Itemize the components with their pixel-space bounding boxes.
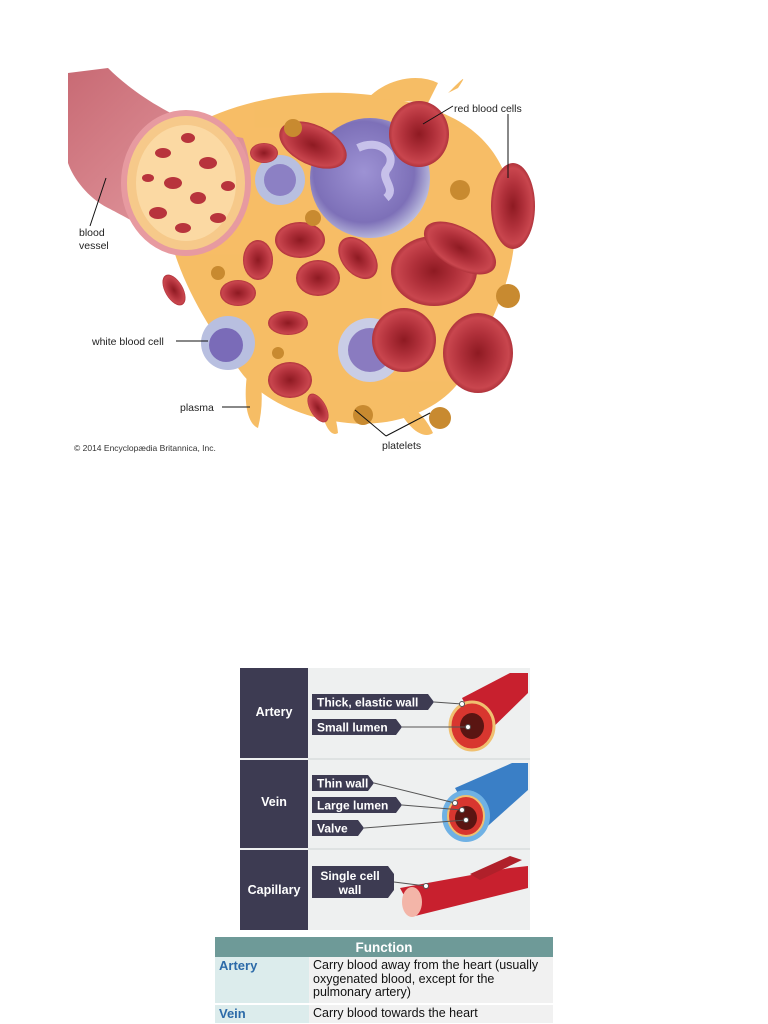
capillary-panel bbox=[240, 850, 308, 930]
capillary-tags: Single cell wall bbox=[312, 866, 429, 898]
table-row: Artery Carry blood away from the heart (… bbox=[215, 957, 553, 1004]
vein-illustration bbox=[442, 763, 528, 842]
artery-panel bbox=[240, 668, 308, 758]
capillary-illustration bbox=[400, 856, 528, 917]
label-blood: blood bbox=[79, 227, 105, 239]
function-cell: Carry blood towards the heart bbox=[309, 1002, 553, 1023]
function-table: Function Artery Carry blood away from th… bbox=[215, 937, 553, 1023]
tag-thin-wall: Thin wall bbox=[317, 777, 368, 791]
tag-large-lumen: Large lumen bbox=[317, 799, 388, 813]
vein-tags: Thin wall Large lumen Valve bbox=[312, 775, 469, 836]
red-blood-cells bbox=[162, 101, 535, 423]
label-vessel: vessel bbox=[79, 240, 109, 252]
vein-panel bbox=[240, 760, 308, 848]
copyright-text: © 2014 Encyclopædia Britannica, Inc. bbox=[74, 443, 216, 453]
blood-vessel-shape bbox=[68, 68, 251, 256]
row-name-artery: Artery bbox=[256, 705, 293, 719]
tag-small-lumen: Small lumen bbox=[317, 721, 388, 735]
tag-thick-elastic-wall: Thick, elastic wall bbox=[317, 696, 418, 710]
vessel-name-cell: Artery bbox=[215, 957, 309, 1004]
label-plasma: plasma bbox=[180, 402, 214, 414]
row-name-vein: Vein bbox=[261, 795, 287, 809]
function-header: Function bbox=[215, 937, 553, 957]
tag-single-cell: Single cell bbox=[320, 869, 379, 883]
function-cell: Carry blood away from the heart (usually… bbox=[309, 957, 553, 1004]
blood-composition-illustration: red blood cells blood vessel white blood… bbox=[68, 68, 535, 453]
platelets-shapes bbox=[211, 119, 520, 429]
label-red-blood-cells: red blood cells bbox=[454, 103, 522, 115]
label-platelets: platelets bbox=[382, 440, 421, 452]
vessel-red-cells bbox=[142, 133, 235, 233]
vessel-name-cell: Vein bbox=[215, 1002, 309, 1023]
artery-tags: Thick, elastic wall Small lumen bbox=[312, 694, 471, 735]
tag-wall: wall bbox=[338, 883, 362, 897]
row-name-capillary: Capillary bbox=[248, 883, 301, 897]
artery-illustration bbox=[448, 673, 528, 752]
label-white-blood-cell: white blood cell bbox=[91, 336, 164, 348]
tag-valve: Valve bbox=[317, 822, 348, 836]
table-row: Vein Carry blood towards the heart bbox=[215, 1002, 553, 1023]
vessel-types-figure: Artery Vein Capillary Thick, elastic wal… bbox=[240, 668, 530, 930]
label-leader-lines bbox=[89, 105, 509, 437]
